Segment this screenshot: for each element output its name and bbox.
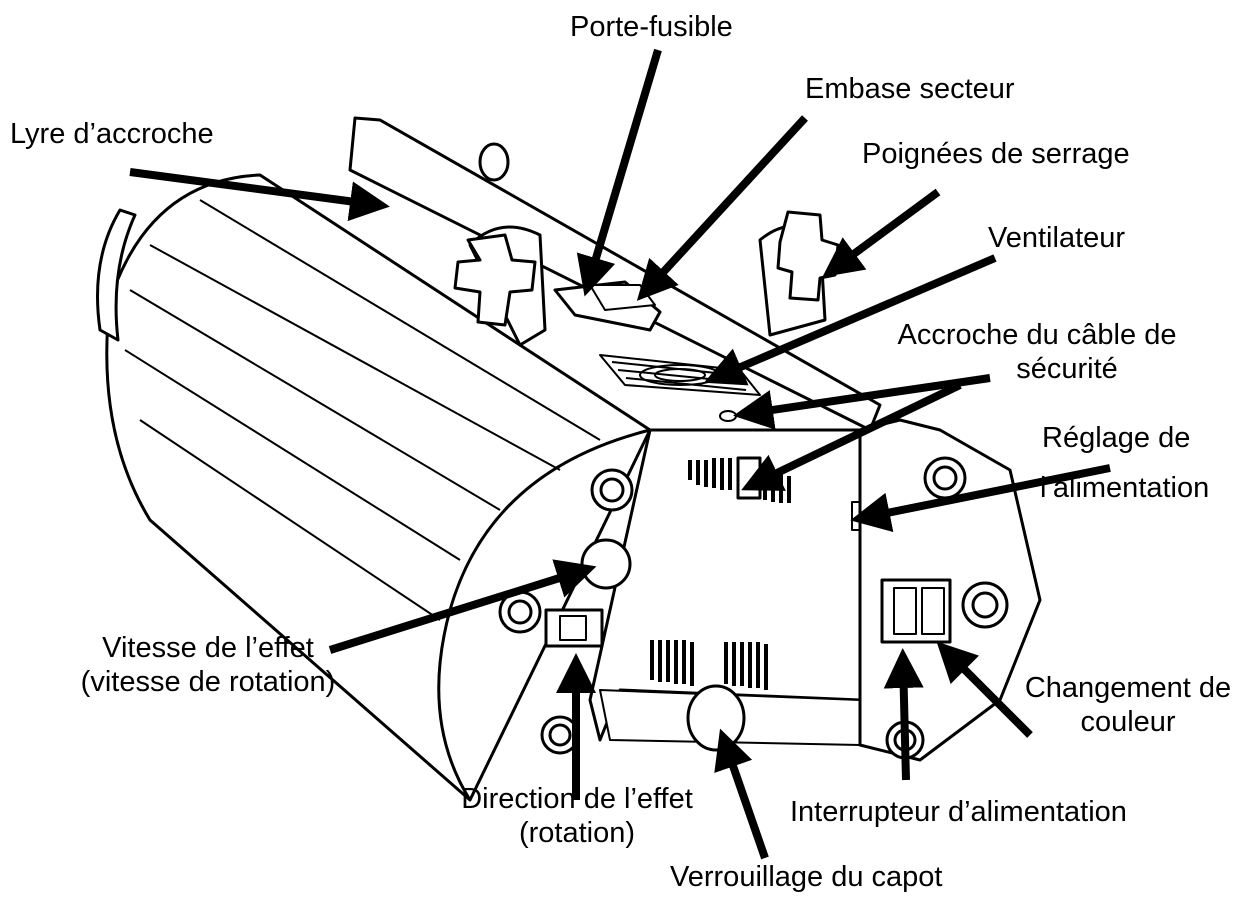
color-change-switch bbox=[921, 587, 945, 635]
label-verrouillage-capot: Verrouillage du capot bbox=[670, 861, 943, 893]
mount-bolts bbox=[498, 456, 1009, 760]
effect-speed-knob bbox=[580, 538, 632, 590]
arrow-embase-secteur bbox=[636, 115, 808, 301]
power-switch bbox=[893, 587, 917, 635]
label-accroche-cable: Accroche du câble de sécurité bbox=[897, 319, 1177, 385]
safety-cable-hook bbox=[719, 410, 737, 422]
arrow-lyre-accroche bbox=[129, 168, 390, 222]
arrow-accroche-cable-2 bbox=[741, 381, 962, 491]
label-vitesse-effet: Vitesse de l’effet (vitesse de rotation) bbox=[80, 632, 336, 698]
cover-lock-knob bbox=[686, 684, 746, 752]
label-reglage-alimentation: Réglage de l’alimentation bbox=[1040, 422, 1210, 504]
arrow-porte-fusible bbox=[576, 48, 662, 297]
label-interrupteur-alimentation: Interrupteur d’alimentation bbox=[790, 796, 1127, 828]
label-poignees-serrage: Poignées de serrage bbox=[862, 138, 1130, 170]
arrow-changement-couleur bbox=[936, 641, 1033, 738]
label-ventilateur: Ventilateur bbox=[988, 222, 1126, 254]
label-changement-couleur: Changement de couleur bbox=[1024, 672, 1232, 738]
front-ring bbox=[437, 428, 651, 801]
arrow-poignees-serrage bbox=[822, 188, 941, 278]
arrow-ventilateur bbox=[703, 254, 997, 386]
cylinder-end-cap bbox=[96, 208, 137, 342]
label-direction-effet: Direction de l’effet (rotation) bbox=[461, 783, 693, 849]
arrow-interrupteur-alim bbox=[883, 648, 924, 781]
yoke-hole bbox=[478, 142, 510, 182]
label-embase-secteur: Embase secteur bbox=[805, 73, 1015, 105]
clamp-knob-right bbox=[776, 210, 840, 302]
arrow-verrouillage-capot bbox=[714, 728, 769, 860]
label-lyre-accroche: Lyre d’accroche bbox=[10, 118, 214, 150]
arrow-vitesse-effet bbox=[328, 559, 597, 654]
label-porte-fusible: Porte-fusible bbox=[570, 11, 733, 43]
arrow-accroche-cable bbox=[733, 374, 991, 430]
arrow-reglage-alim bbox=[850, 464, 1111, 533]
callout-arrows bbox=[129, 48, 1111, 860]
clamp-knob-left bbox=[453, 233, 537, 327]
